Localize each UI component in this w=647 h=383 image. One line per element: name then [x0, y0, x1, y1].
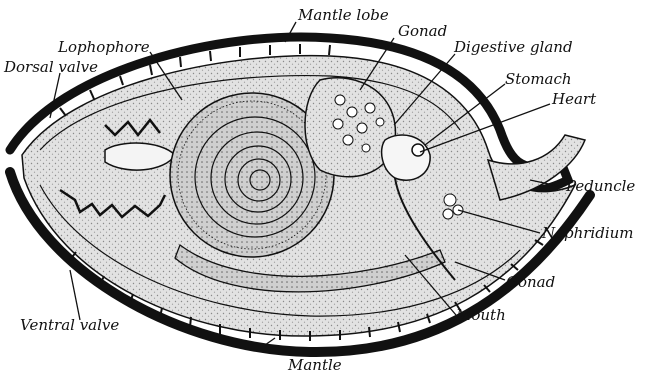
label-gonad-top: Gonad: [398, 22, 447, 40]
label-dorsal-valve: Dorsal valve: [3, 58, 98, 76]
label-lophophore: Lophophore: [57, 38, 150, 56]
stomach: [382, 135, 431, 180]
label-heart: Heart: [551, 90, 597, 108]
label-stomach: Stomach: [505, 70, 572, 88]
label-mantle: Mantle: [287, 356, 342, 374]
label-gonad-bottom: Gonad: [506, 273, 555, 291]
label-digestive-gland: Digestive gland: [453, 38, 573, 56]
label-mantle-lobe: Mantle lobe: [297, 6, 389, 24]
label-nephridium: Nephridium: [541, 224, 634, 242]
label-mouth: Mouth: [455, 306, 506, 324]
label-peduncle: Peduncle: [565, 177, 635, 195]
label-ventral-valve: Ventral valve: [20, 316, 119, 334]
heart: [412, 144, 424, 156]
